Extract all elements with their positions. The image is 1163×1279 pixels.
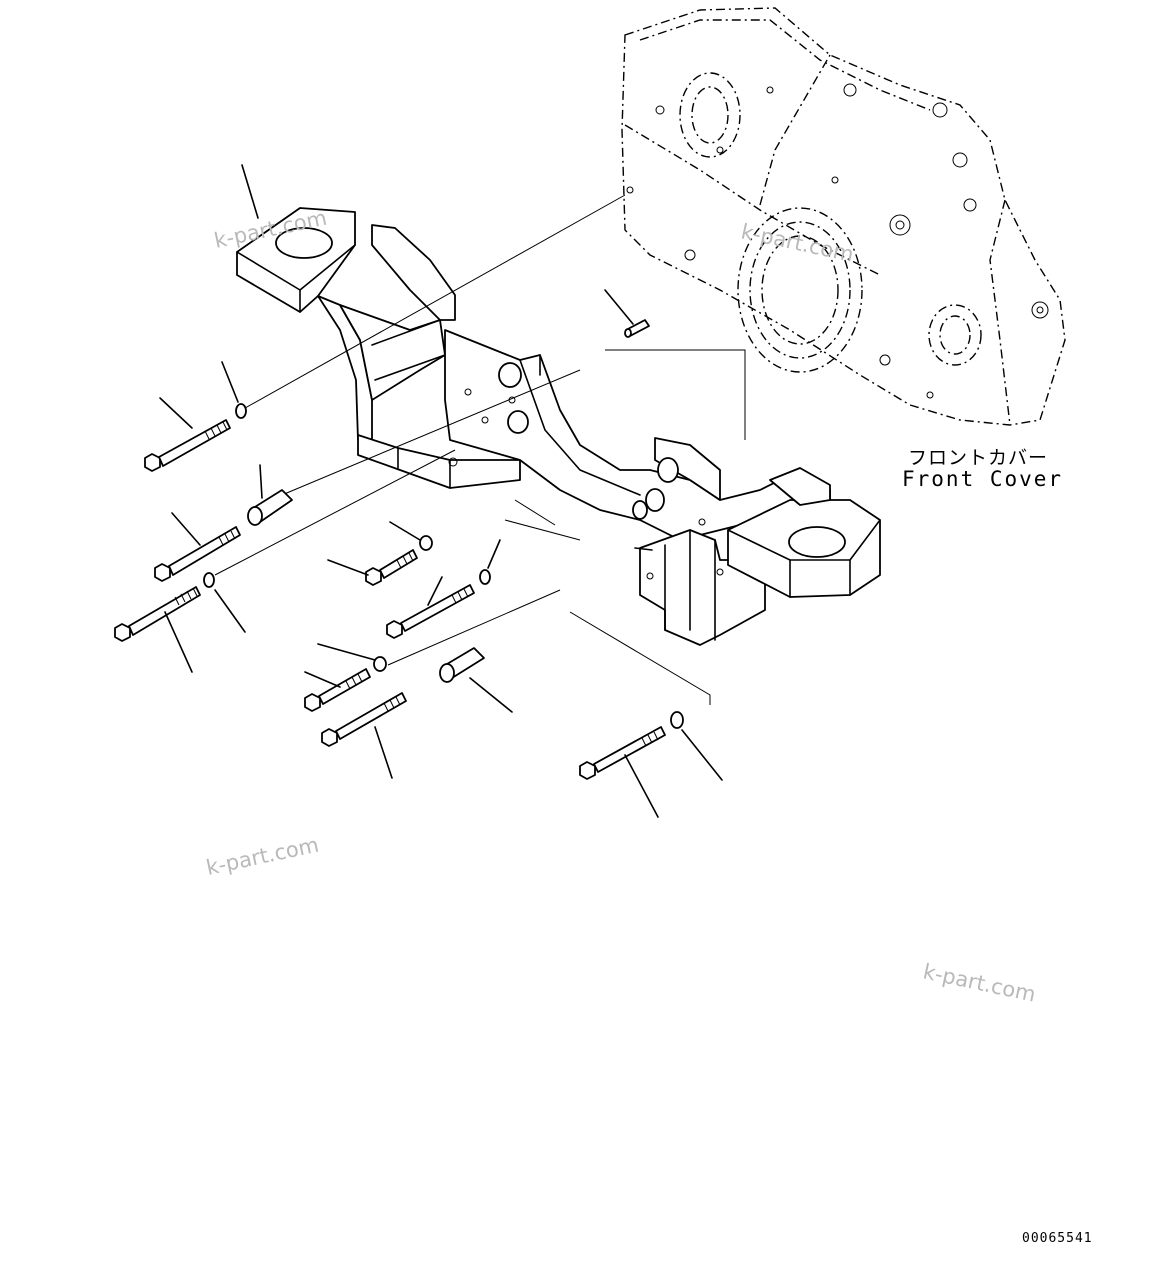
spacer-2 (439, 647, 485, 683)
engine-mount-bracket (236, 207, 881, 646)
washer-1 (235, 403, 247, 419)
watermark: k-part.com (204, 833, 321, 880)
front-cover-label-jp: フロントカバー (908, 447, 1049, 469)
fasteners (114, 319, 684, 780)
watermark: k-part.com (921, 959, 1038, 1006)
bolt-6 (304, 668, 371, 712)
washer-3 (419, 535, 433, 551)
guide-lines (214, 194, 746, 705)
spacer-1 (247, 489, 293, 526)
watermarks: k-part.com k-part.com k-part.com k-part.… (204, 206, 1038, 1007)
bolt-5 (386, 584, 475, 639)
bolt-1 (144, 419, 231, 472)
front-cover-label-en: Front Cover (902, 467, 1064, 491)
washer-6 (670, 711, 684, 729)
bolt-8 (579, 726, 666, 780)
washer-5 (373, 656, 387, 672)
bolt-4 (365, 549, 418, 586)
dowel-pin (624, 319, 650, 338)
watermark: k-part.com (739, 219, 856, 266)
diagram-id: 00065541 (1022, 1231, 1093, 1246)
washer-2 (203, 572, 215, 588)
bolt-2 (154, 526, 241, 582)
front-cover-outline (621, 7, 1066, 426)
leader-lines (159, 164, 723, 818)
bolt-7 (321, 692, 407, 747)
bolt-3 (114, 586, 201, 642)
washer-4 (479, 569, 491, 585)
